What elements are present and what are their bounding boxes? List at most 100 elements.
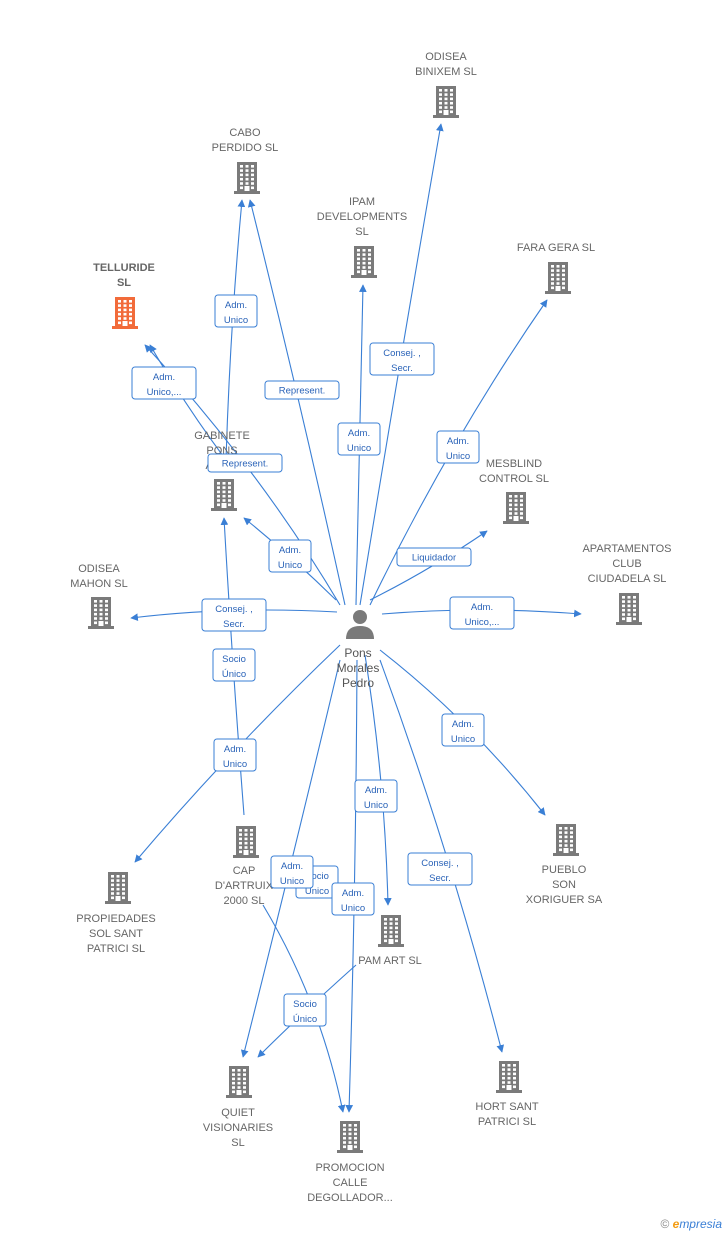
building-icon xyxy=(233,826,259,858)
relation-text: Adm. xyxy=(365,785,387,796)
relation-text: Socio xyxy=(305,871,329,882)
building-icon xyxy=(378,915,404,947)
relation-text: Unico,... xyxy=(465,617,500,628)
relation-text: Unico xyxy=(224,315,248,326)
relation-text: Secr. xyxy=(429,873,451,884)
relation-text: Represent. xyxy=(222,459,268,470)
company-label: CAP xyxy=(233,865,256,877)
company-label: DEGOLLADOR... xyxy=(307,1192,393,1204)
relation-text: Consej. , xyxy=(421,858,459,869)
relation-label-r4[interactable]: Adm.Unico xyxy=(337,422,381,456)
relation-text: Consej. , xyxy=(215,604,253,615)
relation-label-r13[interactable]: Adm.Unico xyxy=(213,738,257,772)
building-icon xyxy=(112,297,138,329)
company-node-cabo-perdido[interactable]: CABO PERDIDO SL xyxy=(212,127,279,194)
company-node-telluride[interactable]: TELLURIDE SL xyxy=(93,262,155,329)
company-node-promocion[interactable]: PROMOCIONCALLEDEGOLLADOR... xyxy=(307,1121,393,1204)
relation-text: Adm. xyxy=(471,602,493,613)
relation-label-r8[interactable]: Adm.Unico xyxy=(268,539,312,573)
company-label: TELLURIDE xyxy=(93,262,155,274)
relation-text: Unico xyxy=(446,451,470,462)
relation-text: Único xyxy=(293,1014,317,1025)
relation-label-r18[interactable]: Adm.Unico xyxy=(270,855,314,889)
company-label: VISIONARIES xyxy=(203,1122,273,1134)
company-node-odisea-mahon[interactable]: ODISEA MAHON SL xyxy=(70,563,128,629)
company-label: MAHON SL xyxy=(70,578,127,590)
company-label: CABO xyxy=(229,127,261,139)
relation-text: Único xyxy=(305,886,329,897)
company-label: PAM ART SL xyxy=(358,955,422,967)
company-node-pam-art[interactable]: PAM ART SL xyxy=(358,915,422,967)
building-icon xyxy=(351,246,377,278)
building-icon xyxy=(553,824,579,856)
company-label: XORIGUER SA xyxy=(526,894,603,906)
building-icon xyxy=(616,593,642,625)
relation-label-r14[interactable]: Adm. Unico xyxy=(441,713,485,747)
relation-text: Adm. xyxy=(279,545,301,556)
relation-text: Secr. xyxy=(391,363,413,374)
company-label: IPAM xyxy=(349,196,375,208)
relation-label-r15[interactable]: Adm. Unico xyxy=(354,779,398,813)
company-label: SL xyxy=(117,277,131,289)
relation-label-r1[interactable]: Adm.Unico xyxy=(214,294,258,328)
relation-label-r6[interactable]: Adm. Unico xyxy=(436,430,480,464)
relation-text: Adm. xyxy=(452,719,474,730)
relation-label-r7[interactable]: Represent. xyxy=(207,453,283,473)
relation-text: Adm. xyxy=(342,888,364,899)
relation-text: Único xyxy=(222,669,246,680)
relation-text: Unico xyxy=(364,800,388,811)
relation-text: Adm. xyxy=(348,428,370,439)
building-icon xyxy=(433,86,459,118)
relation-text: Unico xyxy=(223,759,247,770)
building-icon xyxy=(88,597,114,629)
company-label: D'ARTRUIX xyxy=(215,880,274,892)
company-label: SOL SANT xyxy=(89,928,143,940)
company-label: CLUB xyxy=(612,558,641,570)
relation-label-r16[interactable]: Consej. , Secr. xyxy=(407,852,473,886)
person-label: Morales xyxy=(337,661,380,675)
relation-text: Consej. , xyxy=(383,348,421,359)
relation-label-r2[interactable]: Represent. xyxy=(264,380,340,400)
relation-edge xyxy=(149,344,227,461)
company-label: 2000 SL xyxy=(224,895,265,907)
building-icon xyxy=(496,1061,522,1093)
building-icon xyxy=(105,872,131,904)
relation-label-r3[interactable]: Consej. , Secr. xyxy=(369,342,435,376)
company-label: SL xyxy=(355,226,368,238)
relation-text: Socio xyxy=(222,654,246,665)
relation-text: Adm. xyxy=(447,436,469,447)
relation-text: Represent. xyxy=(279,386,325,397)
relation-label-r5[interactable]: Adm.Unico,... xyxy=(131,366,197,400)
brand-footer[interactable]: © empresia xyxy=(660,1217,722,1231)
relation-label-r9[interactable]: Liquidador xyxy=(396,547,472,567)
company-label: PERDIDO SL xyxy=(212,142,279,154)
relation-label-r11[interactable]: Adm. Unico,... xyxy=(449,596,515,630)
relation-edge xyxy=(247,199,346,606)
company-label: ODISEA xyxy=(425,51,467,63)
relation-edge xyxy=(369,530,488,601)
relation-label-r19[interactable]: Adm.Unico xyxy=(331,882,375,916)
relation-label-r10[interactable]: Consej. , Secr. xyxy=(201,598,267,632)
relation-text: Secr. xyxy=(223,619,245,630)
company-label: CIUDADELA SL xyxy=(588,573,667,585)
company-label: CALLE xyxy=(333,1177,368,1189)
company-label: ODISEA xyxy=(78,563,120,575)
relation-text: Unico xyxy=(451,734,475,745)
company-node-cap-artruix[interactable]: CAP D'ARTRUIX 2000 SL xyxy=(215,826,274,907)
company-node-fara-gera[interactable]: FARA GERA SL xyxy=(517,242,595,294)
company-label: PUEBLO xyxy=(542,864,587,876)
company-label: FARA GERA SL xyxy=(517,242,595,254)
building-icon xyxy=(337,1121,363,1153)
company-label: PATRICI SL xyxy=(87,943,145,955)
